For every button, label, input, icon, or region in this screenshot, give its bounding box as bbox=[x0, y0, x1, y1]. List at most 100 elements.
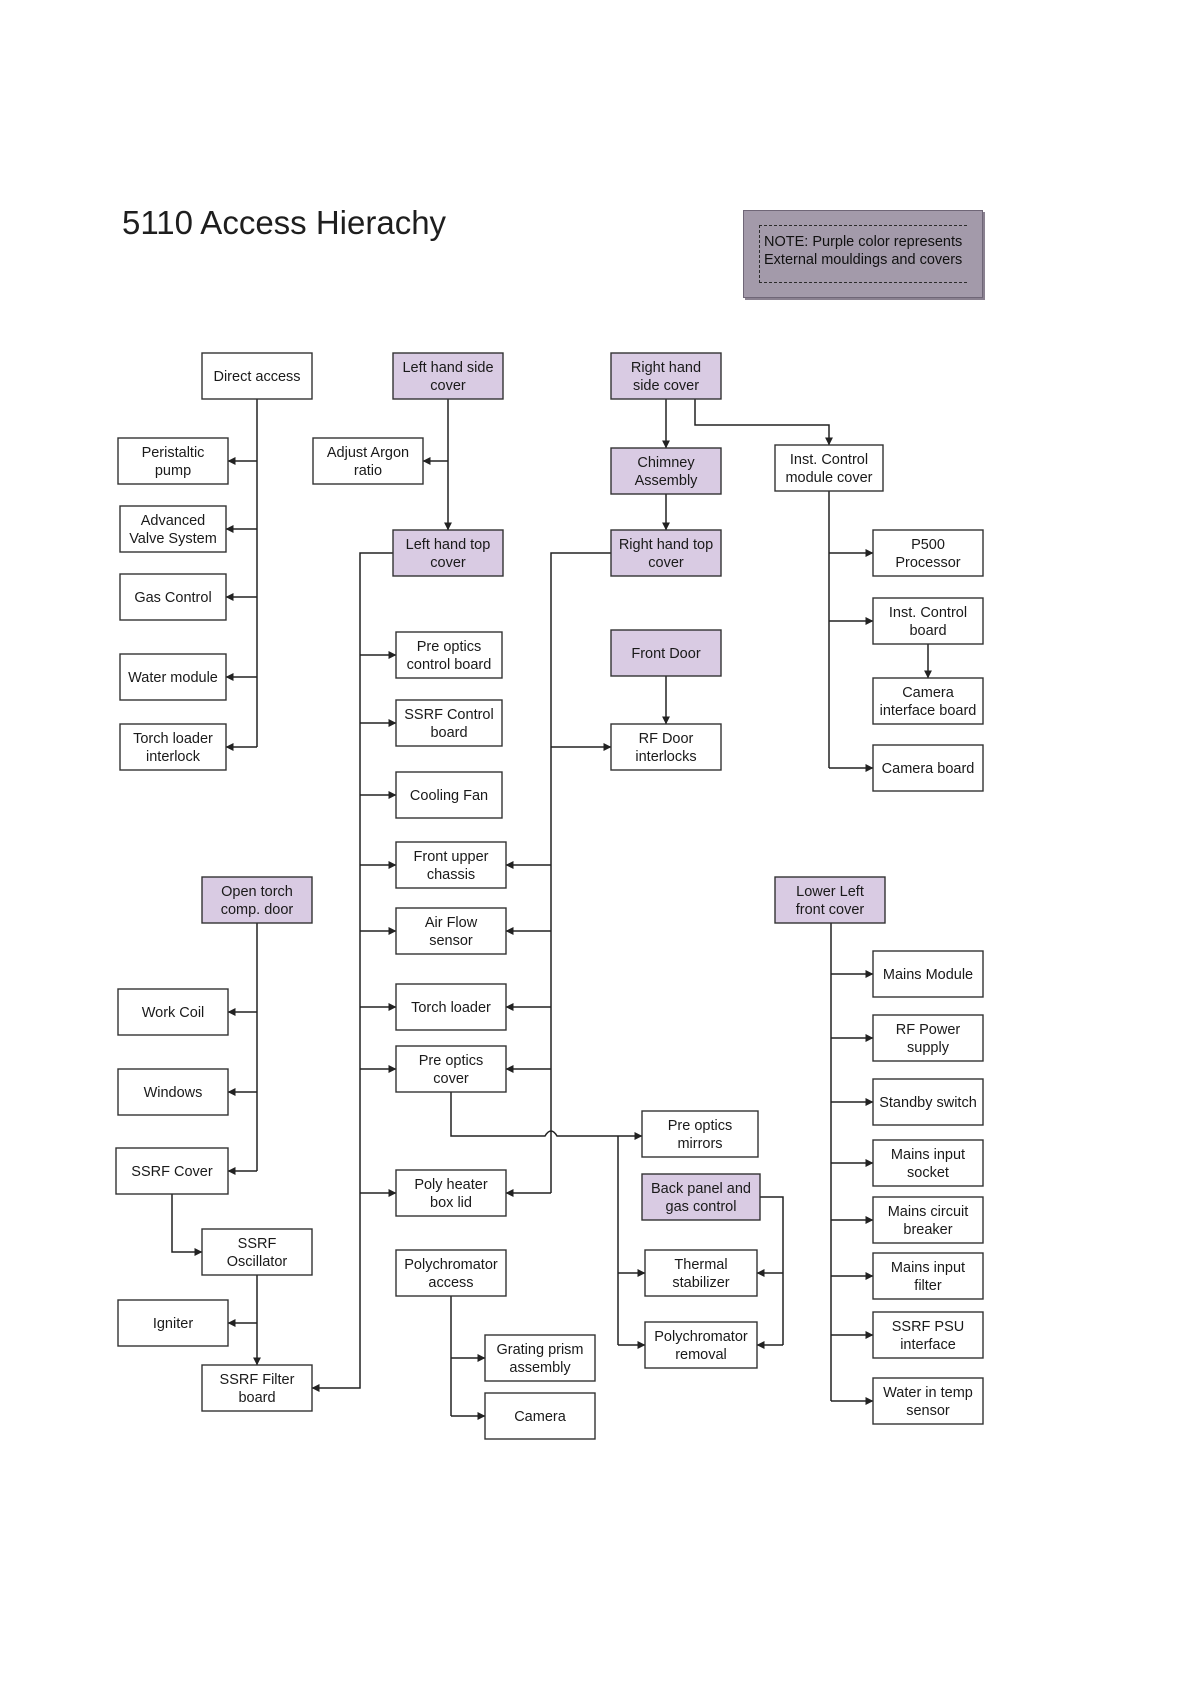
node-box bbox=[644, 1249, 758, 1297]
note-text: NOTE: Purple color represents External m… bbox=[764, 234, 963, 268]
node-box bbox=[610, 723, 722, 771]
node-label: Igniter bbox=[153, 1316, 193, 1332]
node-label: Standby switch bbox=[879, 1095, 977, 1111]
node-camera: Camera bbox=[484, 1392, 596, 1440]
node-label: Mains Module bbox=[883, 967, 973, 983]
legend-note: NOTE: Purple color represents External m… bbox=[743, 210, 983, 298]
node-box bbox=[117, 437, 229, 485]
node-box bbox=[201, 1364, 313, 1412]
connector-33 bbox=[450, 1092, 618, 1137]
connector-8 bbox=[311, 552, 393, 1392]
node-label: Camera board bbox=[882, 761, 975, 777]
node-box bbox=[395, 699, 503, 747]
node-camboard: Camera board bbox=[872, 744, 984, 792]
node-label: Gas Control bbox=[134, 590, 211, 606]
node-box bbox=[392, 352, 504, 400]
node-box bbox=[610, 529, 722, 577]
node-box bbox=[610, 352, 722, 400]
page-title: 5110 Access Hierachy bbox=[122, 204, 447, 241]
node-box bbox=[201, 352, 313, 400]
node-box bbox=[117, 988, 229, 1036]
node-box bbox=[641, 1173, 761, 1221]
node-box bbox=[774, 876, 886, 924]
node-label: Torch loader bbox=[411, 1000, 491, 1016]
node-workcoil: Work Coil bbox=[117, 988, 229, 1036]
node-box bbox=[395, 841, 507, 889]
node-box bbox=[312, 437, 424, 485]
node-direct: Direct access bbox=[201, 352, 313, 400]
node-box bbox=[119, 505, 227, 553]
node-box bbox=[872, 677, 984, 725]
node-standby: Standby switch bbox=[872, 1078, 984, 1126]
node-box bbox=[395, 1249, 507, 1297]
node-box bbox=[872, 744, 984, 792]
node-label: Camera bbox=[514, 1409, 567, 1425]
node-windows: Windows bbox=[117, 1068, 229, 1116]
node-box bbox=[119, 723, 227, 771]
node-gas: Gas Control bbox=[119, 573, 227, 621]
node-box bbox=[644, 1321, 758, 1369]
node-box bbox=[610, 447, 722, 495]
node-label: Cooling Fan bbox=[410, 788, 488, 804]
node-box bbox=[484, 1392, 596, 1440]
node-box bbox=[117, 1299, 229, 1347]
node-box bbox=[119, 653, 227, 701]
node-label: Windows bbox=[144, 1085, 203, 1101]
node-box bbox=[484, 1334, 596, 1382]
node-frontdoor: Front Door bbox=[610, 629, 722, 677]
connector-19 bbox=[694, 399, 833, 446]
node-box bbox=[395, 1169, 507, 1217]
node-label: Front Door bbox=[631, 646, 700, 662]
node-box bbox=[395, 907, 507, 955]
connector-lines bbox=[171, 399, 932, 1420]
node-box bbox=[872, 1196, 984, 1244]
node-ssrfcover: SSRF Cover bbox=[115, 1147, 229, 1195]
node-box bbox=[115, 1147, 229, 1195]
node-box bbox=[119, 573, 227, 621]
